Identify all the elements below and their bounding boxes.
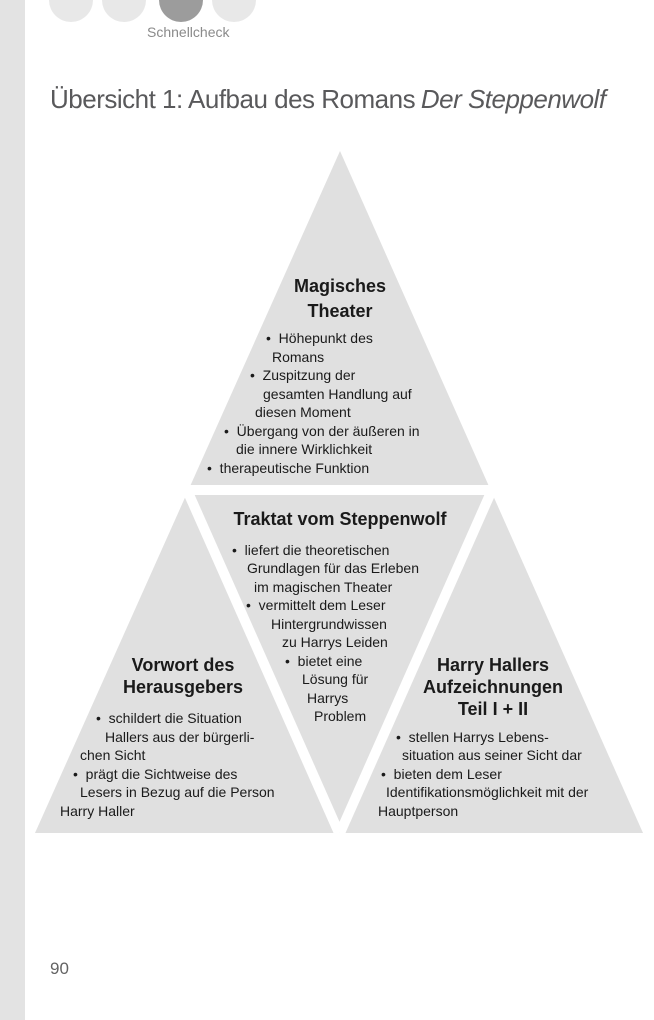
bullet-line: • stellen Harrys Lebens-: [396, 729, 549, 745]
step-dot: [49, 0, 93, 22]
step-dot: [212, 0, 256, 22]
pyramid-divider-left: [182, 487, 344, 836]
bullet-line: • schildert die Situation: [96, 710, 242, 726]
bullet-line: Hauptperson: [378, 803, 459, 819]
bullet-line: Lösung für: [302, 671, 369, 687]
bullet-line: Identifikationsmöglichkeit mit der: [386, 784, 589, 800]
heading-line: Harry Hallers: [436, 655, 550, 675]
bullet-line: Hallers aus der bürgerli-: [105, 729, 255, 745]
bullet-line: Hintergrundwissen: [271, 616, 387, 632]
section-heading: Magisches Theater: [215, 274, 465, 324]
heading-line: Theater: [307, 301, 373, 321]
bullet-line: gesamten Handlung auf: [263, 386, 412, 402]
bullet-line: • liefert die theoretischen: [232, 542, 390, 558]
heading-line: Traktat vom Steppenwolf: [233, 509, 447, 529]
bullet-line: im magischen Theater: [254, 579, 393, 595]
bullet-line: • Übergang von der äußeren in: [224, 423, 420, 439]
bullet-line: Problem: [314, 708, 367, 724]
step-dot: [102, 0, 146, 22]
section-heading: Traktat vom Steppenwolf: [165, 509, 515, 529]
bullet-line: • therapeutische Funktion: [207, 460, 370, 476]
heading-line: Herausgebers: [122, 677, 244, 697]
section-heading: Harry Hallers Aufzeichnungen Teil I + II: [393, 654, 593, 720]
bullet-line: • bietet eine: [285, 653, 363, 669]
bullet-line: zu Harrys Leiden: [282, 634, 388, 650]
step-dot-active: [159, 0, 203, 22]
heading-line: Magisches: [293, 276, 387, 296]
pyramid-divider-right: [335, 487, 497, 836]
bullet-line: chen Sicht: [80, 747, 146, 763]
bullet-line: Lesers in Bezug auf die Person: [80, 784, 275, 800]
bullet-line: diesen Moment: [255, 404, 351, 420]
bullet-line: Romans: [272, 349, 325, 365]
bullet-line: Grundlagen für das Erleben: [247, 560, 419, 576]
heading-line: Aufzeichnungen: [423, 677, 563, 697]
bullet-line: • Höhepunkt des: [266, 330, 373, 346]
page-edge-strip: [0, 0, 25, 1020]
bullet-line: Harry Haller: [60, 803, 135, 819]
bullet-line: • vermittelt dem Leser: [246, 597, 386, 613]
progress-dots: [49, 0, 256, 22]
title-emphasis: Der Steppenwolf: [420, 84, 606, 114]
bullet-line: die innere Wirklichkeit: [236, 441, 373, 457]
title-text: Übersicht 1: Aufbau des Romans: [50, 84, 416, 114]
heading-line: Vorwort des: [131, 655, 235, 675]
bullet-line: Harrys: [307, 690, 349, 706]
bullet-line: situation aus seiner Sicht dar: [402, 747, 582, 763]
page-number: 90: [50, 959, 69, 978]
bullet-line: • Zuspitzung der: [250, 367, 356, 383]
bullet-line: • bieten dem Leser: [381, 766, 502, 782]
section-tab-label: Schnellcheck: [147, 24, 230, 40]
bullet-line: • prägt die Sichtweise des: [73, 766, 238, 782]
section-heading: Vorwort des Herausgebers: [83, 654, 283, 698]
heading-line: Teil I + II: [457, 699, 529, 719]
